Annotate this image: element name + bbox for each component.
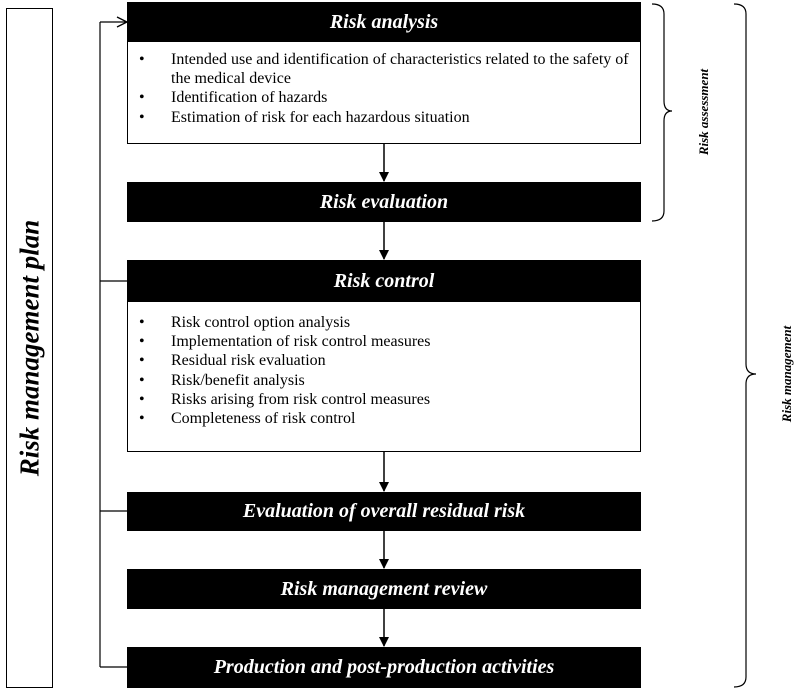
list-item: • Intended use and identification of cha… <box>128 50 640 88</box>
risk-analysis-header: Risk analysis <box>127 2 641 42</box>
risk-analysis-details: • Intended use and identification of cha… <box>127 41 641 144</box>
list-item-text: Completeness of risk control <box>171 410 356 428</box>
list-item-text: Estimation of risk for each hazardous si… <box>171 108 470 126</box>
bullet-point: • <box>139 108 145 126</box>
risk-control-details: • Risk control option analysis • Impleme… <box>127 301 641 452</box>
bullet-point: • <box>139 371 145 389</box>
production-activities-title: Production and post-production activitie… <box>213 656 555 678</box>
risk-assessment-label: Risk assessment <box>696 68 711 156</box>
bullet-point: • <box>139 390 145 408</box>
risk-evaluation-title: Risk evaluation <box>319 190 449 213</box>
list-item: • Risk/benefit analysis <box>128 371 640 390</box>
risk-analysis-title: Risk analysis <box>329 10 439 33</box>
list-item-text: Risk control option analysis <box>171 314 351 331</box>
risk-management-bracket <box>733 3 757 688</box>
risk-control-list: • Risk control option analysis • Impleme… <box>128 313 640 428</box>
overall-residual-risk-title: Evaluation of overall residual risk <box>242 500 526 522</box>
bullet-point: • <box>139 314 145 331</box>
bullet-point: • <box>139 410 145 428</box>
bullet-point: • <box>139 352 145 370</box>
risk-assessment-bracket <box>651 3 673 222</box>
overall-residual-risk-box: Evaluation of overall residual risk <box>127 492 641 531</box>
list-item: • Completeness of risk control <box>128 409 640 428</box>
list-item-text: Risk/benefit analysis <box>171 371 305 389</box>
risk-control-header: Risk control <box>127 260 641 302</box>
bullet-point: • <box>139 89 145 107</box>
list-item: • Estimation of risk for each hazardous … <box>128 108 640 127</box>
risk-control-title: Risk control <box>333 269 435 292</box>
risk-analysis-list: • Intended use and identification of cha… <box>128 50 640 127</box>
list-item-text: Intended use and identification of chara… <box>171 51 629 88</box>
risk-management-review-title: Risk management review <box>280 577 488 600</box>
risk-management-plan-box: Risk management plan <box>6 8 53 688</box>
list-item-text: Identification of hazards <box>171 89 328 107</box>
list-item-text: Implementation of risk control measures <box>171 333 431 351</box>
risk-management-review-box: Risk management review <box>127 569 641 609</box>
risk-evaluation-box: Risk evaluation <box>127 182 641 222</box>
list-item: • Implementation of risk control measure… <box>128 332 640 351</box>
list-item-text: Residual risk evaluation <box>171 352 326 370</box>
risk-management-label: Risk management <box>779 325 794 423</box>
bullet-point: • <box>139 333 145 351</box>
production-activities-box: Production and post-production activitie… <box>127 647 641 688</box>
list-item: • Risk control option analysis <box>128 313 640 332</box>
list-item: • Residual risk evaluation <box>128 351 640 370</box>
list-item-text: Risks arising from risk control measures <box>171 390 431 408</box>
list-item: • Risks arising from risk control measur… <box>128 390 640 409</box>
bullet-point: • <box>139 51 145 68</box>
list-item: • Identification of hazards <box>128 88 640 107</box>
